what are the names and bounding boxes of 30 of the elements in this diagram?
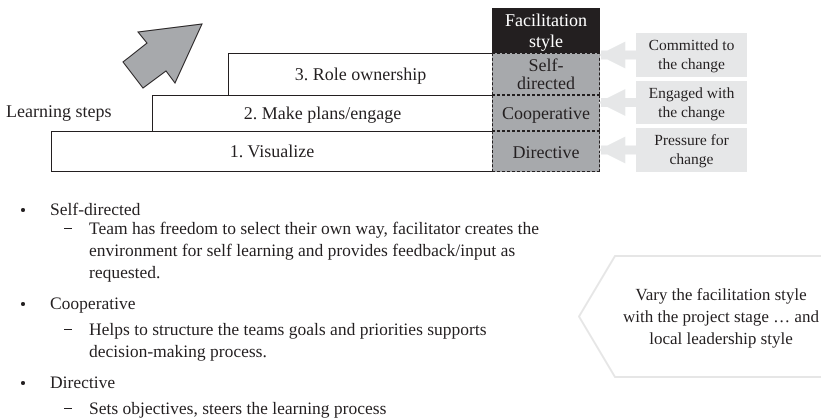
arrow bbox=[598, 42, 636, 68]
style-box bbox=[492, 53, 600, 95]
header-label: Facilitation style bbox=[504, 10, 588, 52]
step-label: 1. Visualize bbox=[230, 141, 314, 162]
step-box bbox=[228, 53, 493, 96]
bullet-text: Team has freedom to select their own way, facilitator creates the environment for self learning and provides feedback/input as requested. bbox=[89, 217, 540, 283]
style-label: Directive bbox=[512, 142, 580, 160]
driver-label: Engaged with the change bbox=[648, 84, 736, 122]
bullet-text: Sets objectives, steers the learning process bbox=[89, 397, 388, 419]
header-box bbox=[492, 8, 600, 53]
driver-box bbox=[636, 33, 747, 77]
style-box bbox=[492, 131, 600, 172]
driver-label: Pressure for change bbox=[653, 131, 730, 169]
bullet-heading: Self-directed bbox=[50, 198, 142, 220]
driver-box bbox=[636, 128, 747, 172]
bullet-text: Helps to structure the teams goals and priorities supports decision-making process. bbox=[89, 318, 488, 362]
style-label: Cooperative bbox=[502, 104, 590, 122]
bullet-heading: Cooperative bbox=[50, 292, 137, 314]
axis-label: Learning steps bbox=[6, 100, 112, 122]
arrow bbox=[598, 89, 636, 116]
style-label: Self-directed bbox=[516, 56, 576, 92]
style-box bbox=[492, 95, 600, 131]
step-label: 3. Role ownership bbox=[294, 64, 426, 85]
callout-text: Vary the facilitation style with the project stage … and local leadership style bbox=[622, 284, 820, 350]
driver-label: Committed to the change bbox=[648, 36, 736, 74]
bullet-heading: Directive bbox=[50, 371, 116, 393]
arrow bbox=[598, 136, 636, 164]
driver-box bbox=[636, 81, 747, 124]
step-box bbox=[51, 131, 493, 172]
step-label: 2. Make plans/engage bbox=[244, 103, 402, 124]
